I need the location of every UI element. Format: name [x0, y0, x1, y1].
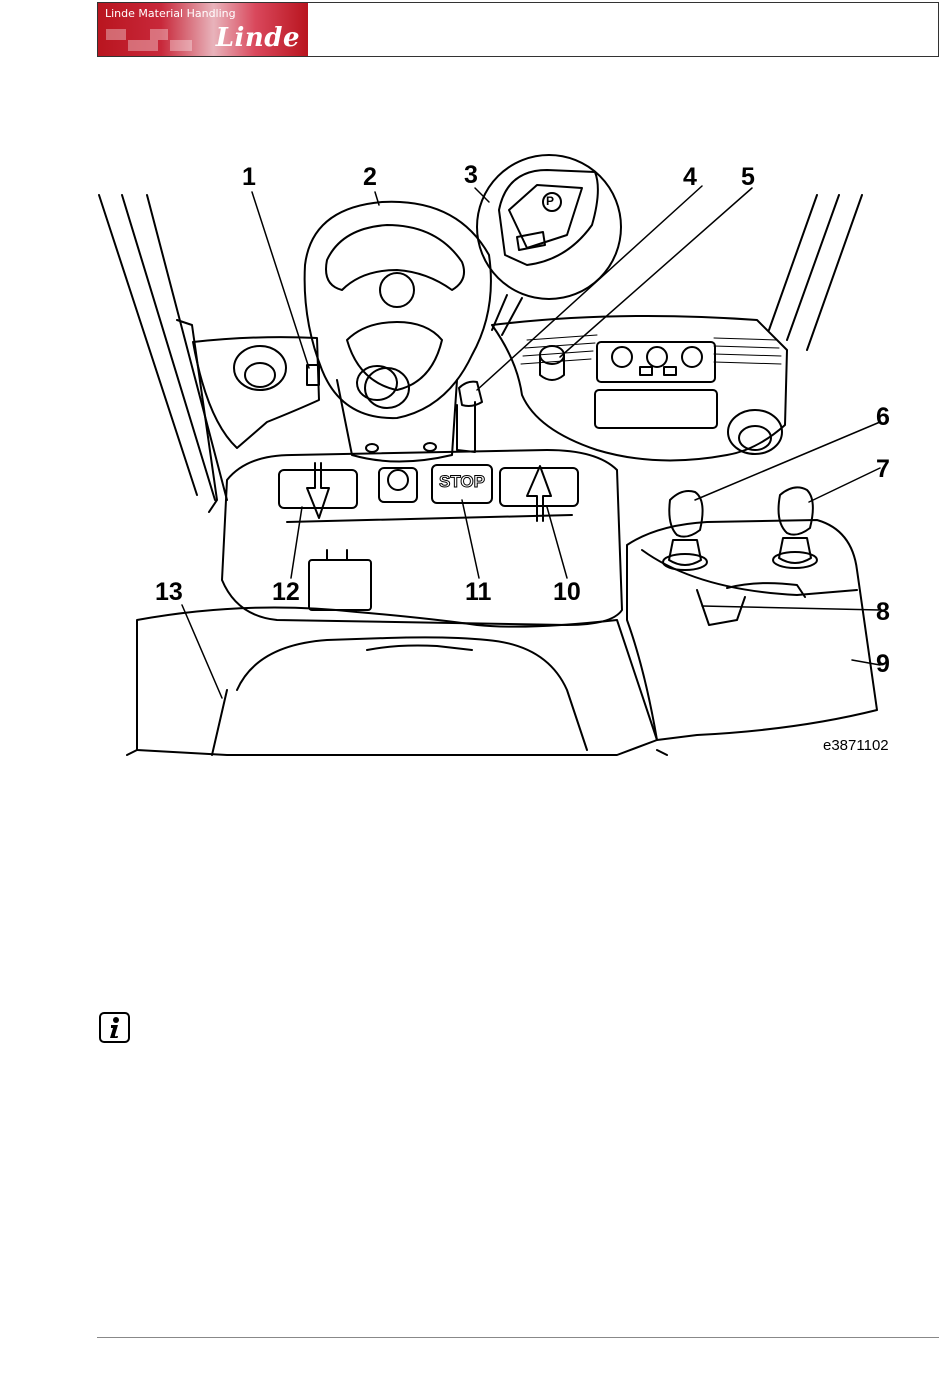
page-header: Linde Material Handling Linde [97, 2, 939, 57]
controls-drawing [97, 150, 897, 760]
callout-8: 8 [876, 600, 890, 625]
callout-2: 2 [363, 165, 377, 190]
logo-pattern [106, 29, 196, 51]
callout-12: 12 [272, 580, 300, 605]
operator-controls-figure: STOP P 1 2 3 4 5 6 7 8 9 10 11 12 13 e38… [97, 150, 897, 760]
callout-3: 3 [464, 163, 478, 188]
callout-7: 7 [876, 457, 890, 482]
callout-5: 5 [741, 165, 755, 190]
figure-id: e3871102 [823, 737, 889, 754]
stop-button-label: STOP [434, 472, 490, 492]
callout-11: 11 [465, 580, 491, 605]
parking-brake-symbol: P [546, 194, 554, 208]
callout-1: 1 [242, 165, 256, 190]
callout-4: 4 [683, 165, 697, 190]
info-icon [99, 1012, 130, 1043]
callout-6: 6 [876, 405, 890, 430]
callout-10: 10 [553, 580, 581, 605]
callout-13: 13 [155, 580, 183, 605]
brand-wordmark: Linde [216, 23, 300, 53]
footer-rule [97, 1337, 939, 1338]
linde-logo: Linde Material Handling Linde [98, 3, 308, 56]
callout-9: 9 [876, 652, 890, 677]
company-name: Linde Material Handling [105, 7, 236, 20]
